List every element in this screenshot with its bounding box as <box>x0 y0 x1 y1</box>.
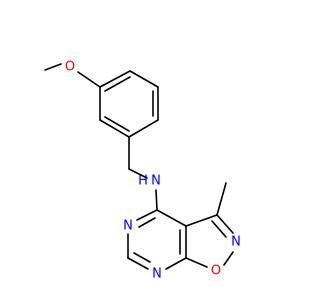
bond-c7a-n7 <box>165 257 187 270</box>
bond-n2-o1 <box>223 251 234 266</box>
bond-c3-n2-double <box>211 220 227 238</box>
atom-n-pyrimidine-5: N <box>123 219 133 234</box>
atom-n-pyrimidine-7: N <box>152 267 162 282</box>
bonds <box>44 63 234 270</box>
bond-benzene-double-3 <box>104 116 130 132</box>
bond-benzene-5 <box>99 119 130 138</box>
bond-c4-n5-double <box>138 217 156 228</box>
molecule-diagram: O N H N N N O <box>44 60 241 282</box>
bond-o-benzene <box>77 71 101 88</box>
atom-o-isoxazole: O <box>211 264 221 279</box>
bond-methyl-o <box>44 63 62 71</box>
bond-n5-c4 <box>136 209 158 221</box>
atom-n-isoxazole: N <box>231 235 241 250</box>
atom-labels: O N H N N N O <box>65 60 241 282</box>
atom-n-amine: N <box>151 174 161 189</box>
bond-benzene-4 <box>128 119 159 138</box>
bond-c4-c4a <box>156 209 187 227</box>
atom-o-methoxy: O <box>65 60 75 75</box>
bond-benzene-1 <box>99 70 131 88</box>
bond-c4a-c3 <box>185 214 218 227</box>
bond-n7-c6 <box>127 257 149 270</box>
bond-benzene-double-1 <box>104 76 131 92</box>
bond-c3-n2 <box>216 214 234 234</box>
atom-h-amine: H <box>138 174 148 189</box>
bond-c6-n7-double <box>133 252 151 263</box>
bond-benzene-2 <box>129 70 159 88</box>
bond-c3-methyl <box>216 182 227 216</box>
bond-o1-c7a <box>185 257 208 268</box>
bond-n-c4 <box>155 189 158 211</box>
bond-ch2-n <box>128 168 148 179</box>
